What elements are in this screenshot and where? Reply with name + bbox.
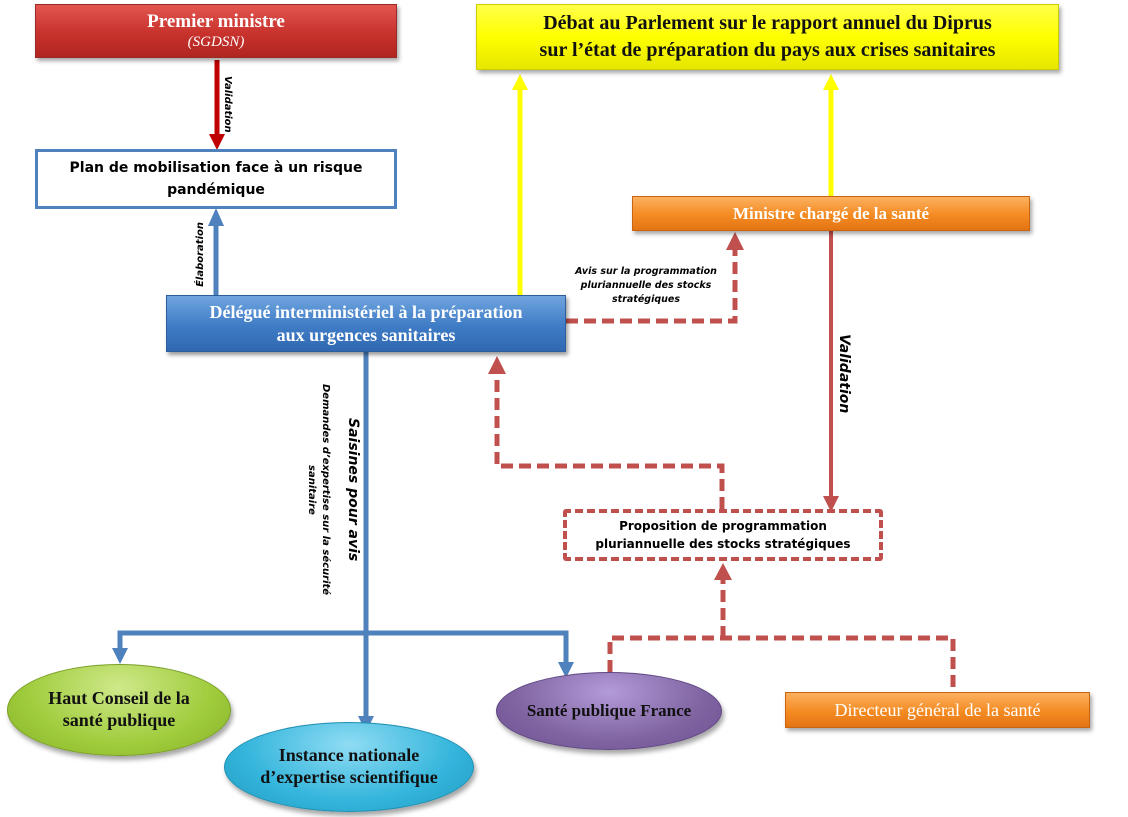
premier-ministre-subtitle: (SGDSN) [187, 34, 245, 50]
dgs-label: Directeur général de la santé [834, 699, 1041, 720]
node-plan-mobilisation[interactable]: Plan de mobilisation face à un risque pa… [35, 149, 397, 209]
plan-line1: Plan de mobilisation face à un risque [69, 160, 363, 176]
edge-elaboration [208, 208, 224, 296]
label-elaboration: Élaboration [195, 222, 206, 287]
node-proposition[interactable]: Proposition de programmation pluriannuel… [563, 509, 883, 561]
node-diprus[interactable]: Délégué interministériel à la préparatio… [166, 295, 566, 352]
debat-line1: Débat au Parlement sur le rapport annuel… [543, 12, 992, 34]
node-sante-publique-france[interactable]: Santé publique France [496, 672, 722, 750]
plan-line2: pandémique [167, 182, 265, 198]
node-dgs[interactable]: Directeur général de la santé [785, 692, 1090, 728]
label-demandes-line2: sanitaire [306, 465, 317, 515]
diprus-line2: aux urgences sanitaires [276, 324, 456, 345]
label-avis-line3: stratégiques [612, 294, 680, 305]
instance-line1: Instance nationale [278, 745, 420, 766]
hcsp-line1: Haut Conseil de la [48, 688, 190, 709]
label-avis-line2: pluriannuelle des stocks [580, 280, 712, 291]
edge-diprus-to-debat [512, 74, 528, 296]
diprus-line1: Délégué interministériel à la préparatio… [209, 301, 523, 322]
ministre-sante-label: Ministre chargé de la santé [732, 203, 930, 223]
proposition-line1: Proposition de programmation [619, 519, 827, 533]
instance-line2: d’expertise scientifique [260, 767, 438, 787]
edge-proposition-arrowhead [488, 356, 506, 374]
node-hcsp[interactable]: Haut Conseil de la santé publique [7, 664, 231, 756]
label-saisines: Saisines pour avis [345, 418, 361, 562]
label-validation-ministre: Validation [836, 334, 852, 414]
edge-spf-dgs-to-proposition [607, 578, 956, 692]
edge-saisines-arrow-spf [558, 662, 574, 678]
edge-avis-arrowhead [726, 232, 744, 250]
node-ministre-sante[interactable]: Ministre chargé de la santé [632, 196, 1030, 231]
node-instance-nationale[interactable]: Instance nationale d’expertise scientifi… [224, 722, 474, 812]
node-debat-parlement[interactable]: Débat au Parlement sur le rapport annuel… [476, 4, 1059, 70]
debat-line2: sur l’état de préparation du pays aux cr… [539, 39, 996, 61]
edge-validation-ministre [823, 231, 839, 512]
hcsp-line2: santé publique [62, 710, 176, 730]
label-avis: Avis sur la programmation pluriannuelle … [556, 265, 736, 307]
edge-saisines-arrow-hcsp [112, 648, 128, 664]
edge-saisines [117, 352, 569, 718]
edge-validation-pm [209, 60, 225, 150]
edge-ministre-to-debat [823, 74, 839, 196]
edge-avis [566, 248, 738, 324]
label-validation-pm: Validation [222, 76, 233, 133]
edge-proposition-to-diprus [494, 374, 725, 509]
label-demandes-line1: Demandes d’expertise sur la sécurité [320, 384, 331, 596]
node-premier-ministre[interactable]: Premier ministre (SGDSN) [35, 4, 397, 58]
label-demandes: Demandes d’expertise sur la sécurité san… [304, 370, 332, 610]
edge-spf-dgs-arrowhead [714, 563, 732, 580]
proposition-line2: pluriannuelle des stocks stratégiques [595, 537, 851, 551]
spf-label: Santé publique France [526, 700, 692, 720]
premier-ministre-title: Premier ministre [147, 11, 285, 32]
label-avis-line1: Avis sur la programmation [575, 266, 717, 277]
